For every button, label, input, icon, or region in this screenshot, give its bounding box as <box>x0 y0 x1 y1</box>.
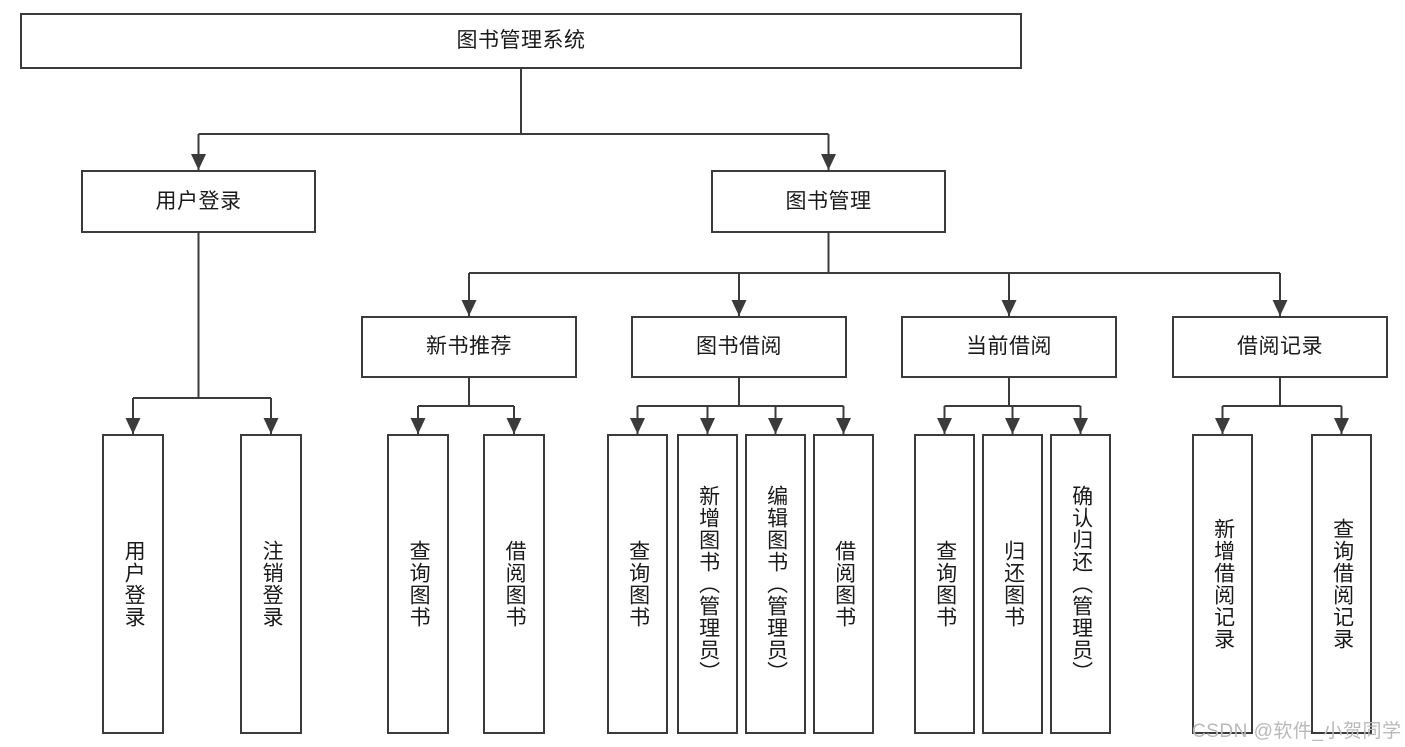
arrowhead-leaf_cb_confirm <box>1073 418 1088 434</box>
node-new_book_rec[interactable]: 新书推荐 <box>361 316 577 378</box>
node-leaf_nb_borrow[interactable]: 借阅图书 <box>483 434 545 734</box>
node-book_manage[interactable]: 图书管理 <box>711 170 946 233</box>
node-label-leaf_bb_borrow: 借阅图书 <box>832 540 856 628</box>
node-label-leaf_bb_add: 新增图书（管理员） <box>696 485 720 683</box>
arrowhead-leaf_cb_query <box>937 418 952 434</box>
arrowhead-book_manage <box>821 154 836 170</box>
arrowhead-leaf_nb_borrow <box>506 418 522 434</box>
node-user_login[interactable]: 用户登录 <box>81 170 316 233</box>
csdn-watermark: CSDN @软件_小贺同学 <box>1192 721 1402 742</box>
arrowhead-leaf_br_query <box>1334 418 1349 434</box>
arrowhead-leaf_nb_query <box>410 418 426 434</box>
node-label-leaf_logout: 注销登录 <box>260 540 284 628</box>
node-leaf_bb_add[interactable]: 新增图书（管理员） <box>677 434 738 734</box>
node-label-book_manage: 图书管理 <box>785 189 872 213</box>
node-leaf_br_query[interactable]: 查询借阅记录 <box>1311 434 1372 734</box>
node-label-borrow_record: 借阅记录 <box>1237 335 1323 359</box>
node-label-leaf_cb_confirm: 确认归还（管理员） <box>1069 485 1093 683</box>
arrowhead-leaf_cb_return <box>1005 418 1020 434</box>
node-leaf_bb_borrow[interactable]: 借阅图书 <box>813 434 874 734</box>
node-leaf_bb_query[interactable]: 查询图书 <box>607 434 668 734</box>
node-root[interactable]: 图书管理系统 <box>20 13 1022 69</box>
arrowhead-book_borrow <box>731 300 747 316</box>
node-leaf_br_add[interactable]: 新增借阅记录 <box>1192 434 1253 734</box>
node-current_borrow[interactable]: 当前借阅 <box>901 316 1117 378</box>
arrowhead-leaf_br_add <box>1215 418 1230 434</box>
node-label-leaf_user_login: 用户登录 <box>122 540 146 628</box>
arrowhead-leaf_bb_borrow <box>836 418 851 434</box>
node-leaf_cb_query[interactable]: 查询图书 <box>914 434 975 734</box>
node-label-current_borrow: 当前借阅 <box>966 335 1052 359</box>
node-borrow_record[interactable]: 借阅记录 <box>1172 316 1388 378</box>
node-leaf_nb_query[interactable]: 查询图书 <box>387 434 449 734</box>
node-label-root: 图书管理系统 <box>456 29 586 53</box>
arrowhead-leaf_bb_add <box>700 418 715 434</box>
arrowhead-leaf_bb_query <box>630 418 645 434</box>
arrowhead-user_login <box>191 154 206 170</box>
node-label-book_borrow: 图书借阅 <box>696 335 782 359</box>
node-label-user_login: 用户登录 <box>155 189 242 213</box>
node-label-leaf_cb_return: 归还图书 <box>1001 540 1025 628</box>
node-book_borrow[interactable]: 图书借阅 <box>631 316 847 378</box>
node-leaf_bb_edit[interactable]: 编辑图书（管理员） <box>745 434 806 734</box>
arrowhead-new_book_rec <box>461 300 477 316</box>
node-label-leaf_nb_borrow: 借阅图书 <box>503 540 527 628</box>
node-leaf_cb_confirm[interactable]: 确认归还（管理员） <box>1050 434 1111 734</box>
node-label-leaf_br_add: 新增借阅记录 <box>1211 518 1235 650</box>
node-leaf_logout[interactable]: 注销登录 <box>240 434 302 734</box>
arrowhead-borrow_record <box>1272 300 1288 316</box>
node-leaf_user_login[interactable]: 用户登录 <box>102 434 164 734</box>
arrowhead-leaf_logout <box>263 418 279 434</box>
node-label-leaf_bb_query: 查询图书 <box>626 540 650 628</box>
node-label-new_book_rec: 新书推荐 <box>426 335 512 359</box>
arrowhead-current_borrow <box>1001 300 1017 316</box>
node-leaf_cb_return[interactable]: 归还图书 <box>982 434 1043 734</box>
node-label-leaf_nb_query: 查询图书 <box>407 540 431 628</box>
arrowhead-leaf_user_login <box>125 418 141 434</box>
arrowhead-leaf_bb_edit <box>768 418 783 434</box>
node-label-leaf_br_query: 查询借阅记录 <box>1330 518 1354 650</box>
node-label-leaf_bb_edit: 编辑图书（管理员） <box>764 485 788 683</box>
node-label-leaf_cb_query: 查询图书 <box>933 540 957 628</box>
